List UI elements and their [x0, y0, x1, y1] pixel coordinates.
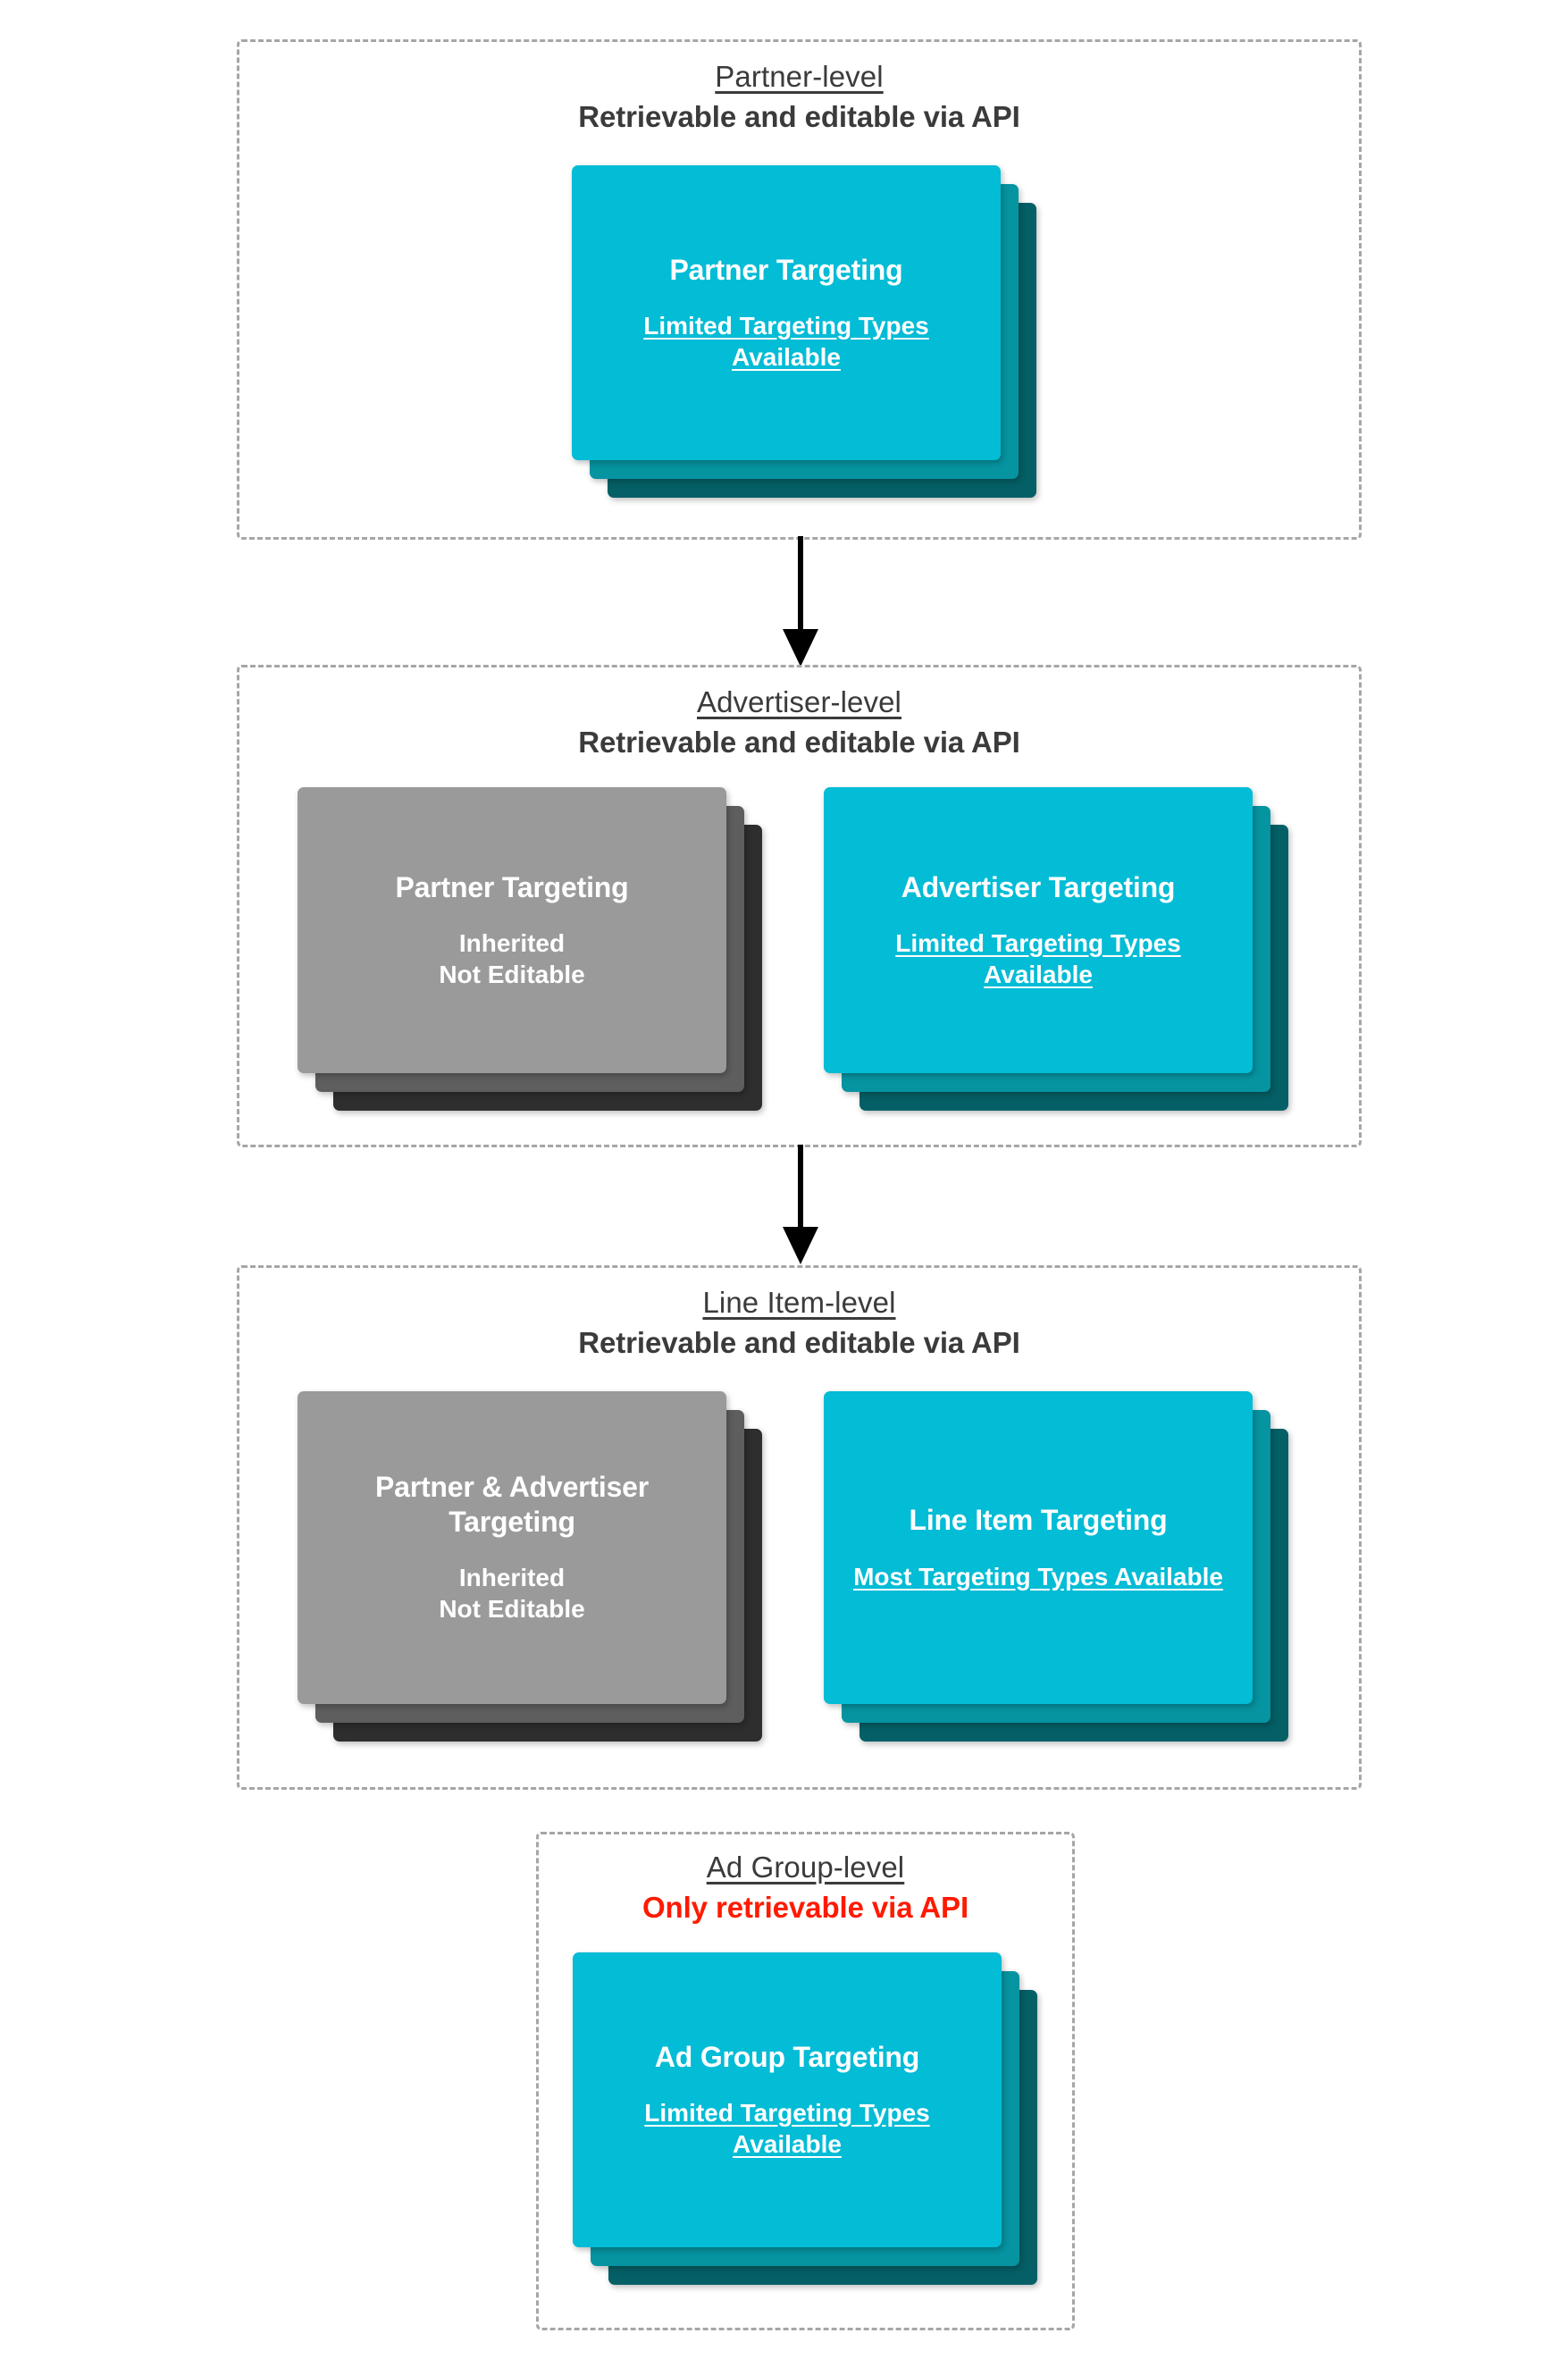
level-subtitle-line-item: Retrievable and editable via API: [578, 1325, 1020, 1359]
card-title: Advertiser Targeting: [901, 870, 1176, 903]
card-note: Limited Targeting Types Available: [895, 928, 1181, 989]
level-subtitle-advertiser: Retrievable and editable via API: [578, 725, 1020, 759]
card-inherited-partner-advertiser-targeting[interactable]: Partner & Advertiser Targeting Inherited…: [298, 1391, 726, 1704]
card-stack-partner-targeting: Partner Targeting Limited Targeting Type…: [572, 165, 1054, 514]
card-advertiser-targeting[interactable]: Advertiser Targeting Limited Targeting T…: [824, 787, 1253, 1073]
card-stack-inherited-partner: Partner Targeting Inherited Not Editable: [298, 787, 780, 1120]
connector-partner-to-advertiser: [783, 536, 818, 667]
card-title: Partner Targeting: [669, 253, 903, 286]
level-title-ad-group: Ad Group-level: [706, 1851, 905, 1884]
level-title-advertiser: Advertiser-level: [696, 685, 901, 718]
level-heading-advertiser: Advertiser-level Retrievable and editabl…: [239, 685, 1359, 760]
level-container-line-item: Line Item-level Retrievable and editable…: [237, 1265, 1362, 1790]
card-ad-group-targeting[interactable]: Ad Group Targeting Limited Targeting Typ…: [573, 1952, 1002, 2247]
card-note: Limited Targeting Types Available: [643, 311, 929, 372]
card-note: Inherited Not Editable: [439, 928, 585, 989]
connector-advertiser-to-line-item: [783, 1145, 818, 1264]
card-stack-line-item-targeting: Line Item Targeting Most Targeting Types…: [824, 1391, 1306, 1750]
level-container-partner: Partner-level Retrievable and editable v…: [237, 39, 1362, 540]
card-note: Most Targeting Types Available: [853, 1562, 1223, 1591]
card-note: Inherited Not Editable: [439, 1564, 585, 1624]
level-container-advertiser: Advertiser-level Retrievable and editabl…: [237, 665, 1362, 1147]
level-subtitle-ad-group: Only retrievable via API: [641, 1890, 969, 1924]
level-heading-ad-group: Ad Group-level Only retrievable via API: [539, 1851, 1072, 1926]
card-inherited-partner-targeting[interactable]: Partner Targeting Inherited Not Editable: [298, 787, 726, 1073]
card-line-item-targeting[interactable]: Line Item Targeting Most Targeting Types…: [824, 1391, 1253, 1704]
card-title: Partner & Advertiser Targeting: [374, 1471, 650, 1538]
card-stack-ad-group-targeting: Ad Group Targeting Limited Targeting Typ…: [573, 1952, 1055, 2301]
level-title-partner: Partner-level: [715, 60, 884, 93]
level-heading-line-item: Line Item-level Retrievable and editable…: [239, 1286, 1359, 1361]
card-partner-targeting[interactable]: Partner Targeting Limited Targeting Type…: [572, 165, 1001, 460]
card-note: Limited Targeting Types Available: [644, 2098, 930, 2159]
card-stack-inherited-partner-advertiser: Partner & Advertiser Targeting Inherited…: [298, 1391, 780, 1750]
level-heading-partner: Partner-level Retrievable and editable v…: [239, 60, 1359, 135]
level-subtitle-partner: Retrievable and editable via API: [578, 99, 1020, 133]
card-title: Ad Group Targeting: [654, 2040, 920, 2073]
card-title: Line Item Targeting: [909, 1504, 1168, 1537]
level-title-line-item: Line Item-level: [702, 1286, 896, 1319]
level-container-ad-group: Ad Group-level Only retrievable via API …: [536, 1832, 1075, 2330]
card-title: Partner Targeting: [395, 870, 629, 903]
card-stack-advertiser-targeting: Advertiser Targeting Limited Targeting T…: [824, 787, 1306, 1120]
